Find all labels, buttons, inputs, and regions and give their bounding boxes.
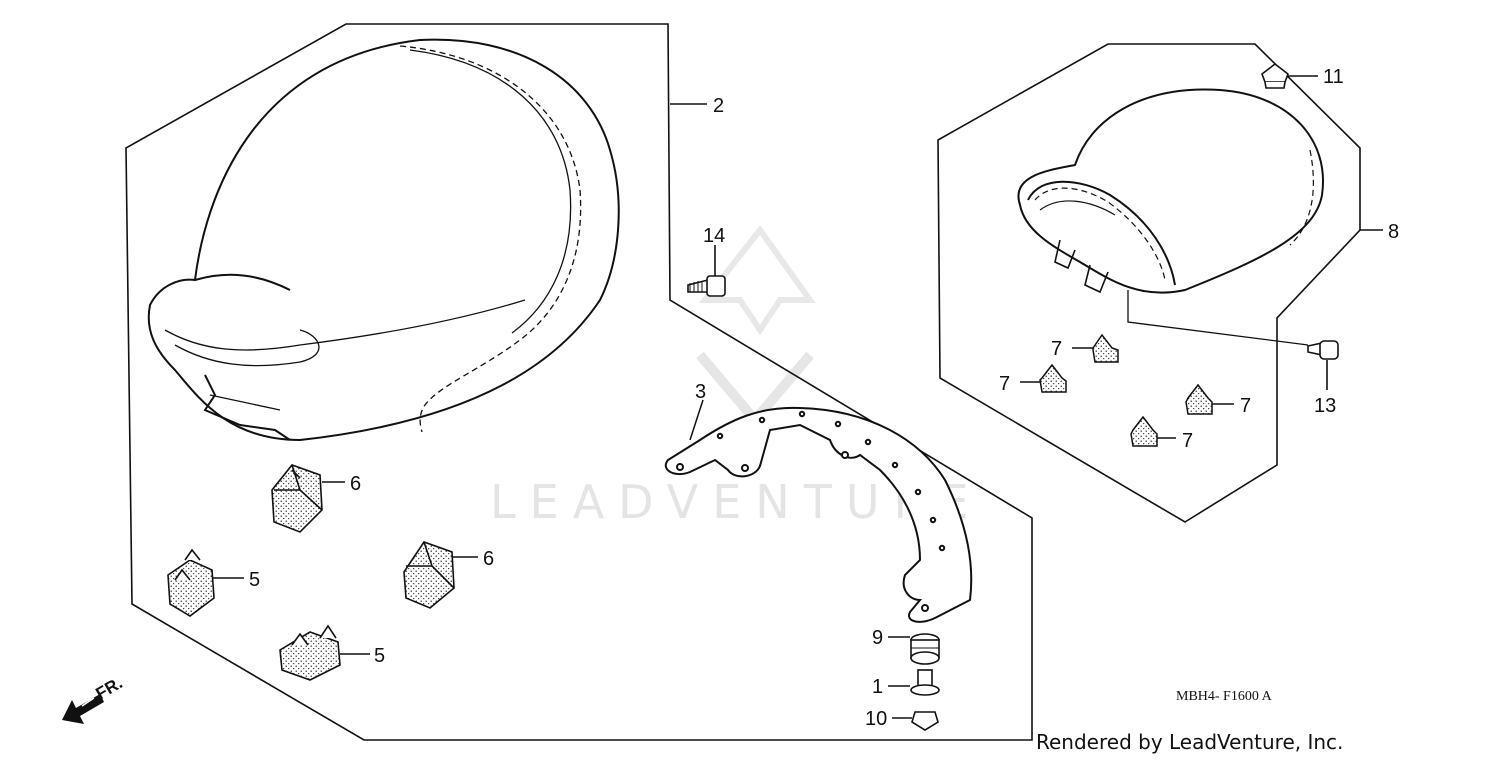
main-seat-part [147,38,620,442]
rubber-5-upper-part [167,548,244,617]
callout-5-upper: 5 [249,569,260,591]
bolt-13-part [1307,340,1339,390]
callout-7-c: 7 [1240,395,1251,417]
front-direction-arrow-icon [62,691,104,724]
callout-5-lower: 5 [374,645,385,667]
bolt-14-part [687,245,726,297]
rubber-7-b-part [1020,363,1067,393]
callout-14: 14 [703,225,725,247]
watermark-text: LEADVENTURE [490,475,983,529]
grommet-9-part [888,633,940,665]
callout-6-lower: 6 [483,548,494,570]
nut-10-part [892,711,939,731]
rubber-7-c-part [1185,383,1234,415]
diagram-code: MBH4- F1600 A [1176,689,1273,704]
callout-3: 3 [695,381,706,403]
pillion-group-boundary [937,43,1361,523]
seat-bracket-part [664,406,973,623]
callout-2: 2 [713,95,724,117]
seat-group-boundary [125,23,1033,741]
pillion-seat-part [1017,88,1324,346]
collar-1-part [888,669,940,696]
callout-13: 13 [1314,395,1336,417]
leader-3 [689,399,704,441]
callout-1: 1 [872,676,883,698]
render-credit: Rendered by LeadVenture, Inc. [1036,730,1344,754]
damper-6-lower-part [403,541,478,609]
callout-9: 9 [872,627,883,649]
callout-7-b: 7 [999,373,1010,395]
damper-6-upper-part [271,464,345,533]
rubber-5-lower-part [279,624,370,681]
callout-7-d: 7 [1182,430,1193,452]
callout-11: 11 [1323,66,1344,88]
callout-7-a: 7 [1051,338,1062,360]
watermark-logo: LEADVENTURE [490,224,983,529]
rubber-7-a-part [1072,333,1119,363]
callout-10: 10 [865,708,887,730]
callout-6-upper: 6 [350,473,361,495]
nut-11-part [1261,62,1318,89]
rubber-7-d-part [1130,415,1176,447]
callout-8: 8 [1388,221,1399,243]
